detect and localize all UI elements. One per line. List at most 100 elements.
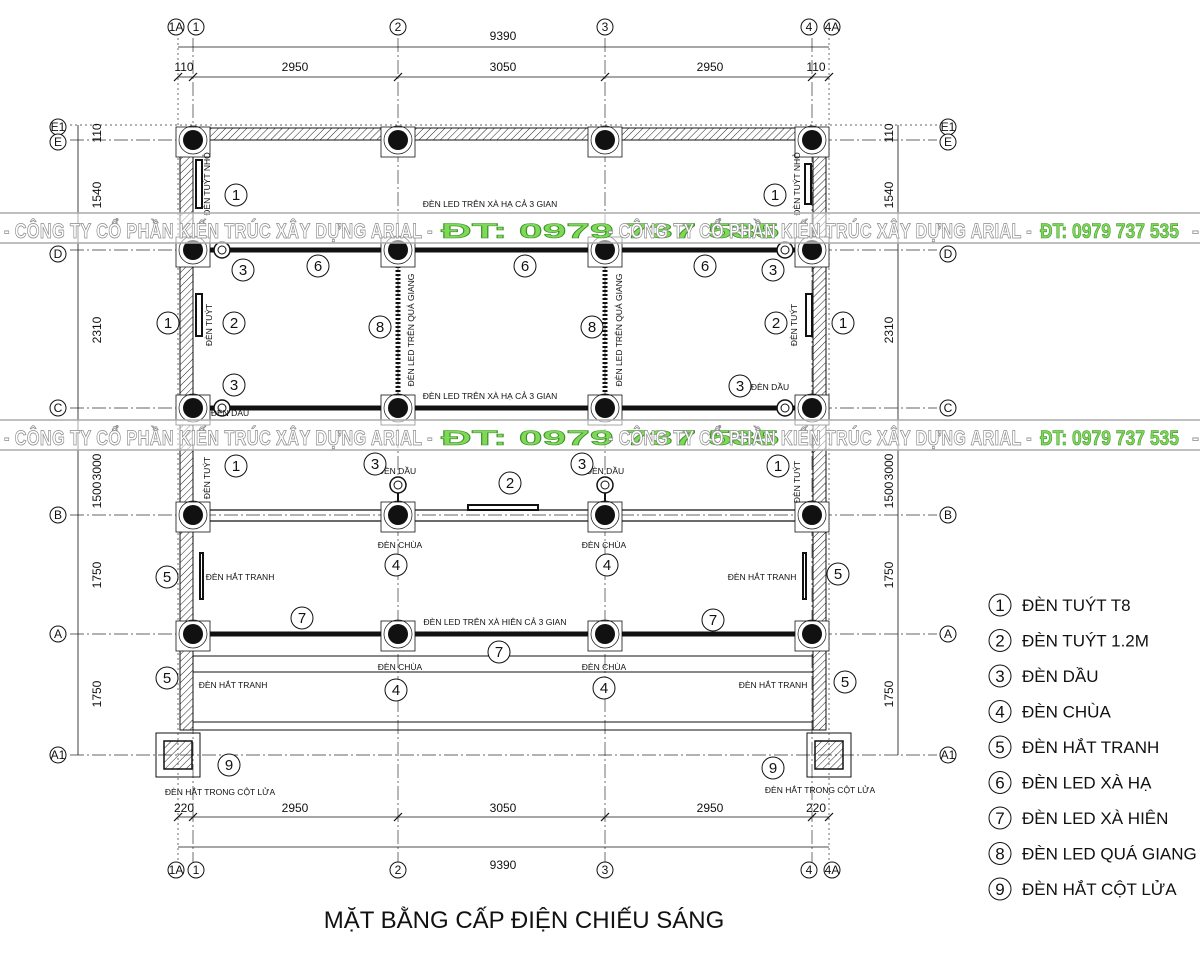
grid-bubble-left-circle	[49, 133, 67, 151]
grid-bubble-left-circle	[49, 399, 67, 417]
grid-bubble-left-circle	[49, 625, 67, 643]
watermark-company: - CÔNG TY CỔ PHẦN KIẾN TRÚC XÂY DỰNG ARI…	[4, 426, 433, 450]
dimensions: 9390939011022029502950305030502950295011…	[77, 29, 899, 872]
grid-bubble-bottom-circle	[187, 861, 205, 879]
annotation-label: ĐÈN TUÝT	[789, 304, 799, 346]
grid-bubble-bottom-circle	[823, 861, 841, 879]
callout-number: 4	[603, 557, 611, 574]
legend-label: ĐÈN TUÝT T8	[1022, 596, 1131, 615]
legend-number: 3	[995, 667, 1004, 686]
grid-bubble-top-circle	[596, 18, 614, 36]
annotation-label: ĐÈN LED TRÊN QUÁ GIANG	[614, 274, 624, 387]
callout-circle	[831, 311, 855, 335]
dim-top-segment: 110	[174, 60, 193, 74]
grid-bubble-bottom: 1	[193, 863, 200, 877]
annotation-label: ĐÈN LED TRÊN XÀ HẠ CẢ 3 GIAN	[423, 198, 557, 209]
legend-number-circle	[988, 806, 1012, 830]
dim-right-segment: 1500	[882, 481, 896, 508]
dim-top-segment: 3050	[490, 60, 517, 74]
dim-top-segment: 2950	[282, 60, 309, 74]
column	[388, 505, 408, 525]
top-wall	[179, 127, 827, 141]
callout-number: 2	[772, 315, 780, 332]
tube-lamp	[805, 293, 813, 337]
dim-tick	[173, 72, 183, 82]
dim-right-segment: 1540	[882, 181, 896, 208]
oil-lamp-inner	[217, 245, 227, 255]
callout-number: 3	[230, 377, 238, 394]
callout-number: 3	[239, 262, 247, 279]
grid-bubble-left: E	[54, 135, 62, 149]
dim-bottom-segment: 220	[806, 801, 826, 815]
grid-bubble-bottom: 2	[395, 863, 402, 877]
column-ring	[797, 500, 827, 530]
grid-bubble-top: 3	[602, 20, 609, 34]
oil-lamp-icon	[776, 399, 794, 417]
legend-number: 5	[995, 738, 1004, 757]
fire-column-outer	[155, 732, 201, 778]
grid-bubble-right: A	[944, 627, 952, 641]
oil-lamp-icon	[596, 476, 614, 494]
callout-number: 4	[392, 557, 400, 574]
column	[595, 505, 615, 525]
dim-left-segment: 3000	[90, 453, 104, 480]
callout-number: 9	[769, 760, 777, 777]
callout-circle	[368, 315, 392, 339]
dim-left-segment: 1540	[90, 181, 104, 208]
callout-number: 1	[164, 315, 172, 332]
callout-number: 5	[841, 674, 849, 691]
grid-bubble-right: C	[944, 401, 953, 415]
dim-tick	[824, 812, 834, 822]
column-ring	[178, 500, 208, 530]
column	[802, 398, 822, 418]
annotation-label: ĐÈN CHÙA	[582, 540, 627, 550]
callout-number: 9	[225, 757, 233, 774]
oil-lamp-inner	[600, 480, 610, 490]
grid-bubble-left: D	[54, 247, 63, 261]
callout-number: 8	[376, 319, 384, 336]
watermark-phone: ĐT: 0979 737 535	[441, 427, 780, 450]
watermark-trail: -	[1192, 220, 1200, 243]
grid-bubble-left: C	[54, 401, 63, 415]
callout-number: 3	[578, 456, 586, 473]
annotation-label: ĐÈN TUÝT	[202, 457, 212, 499]
column	[802, 505, 822, 525]
legend-label: ĐÈN LED XÀ HIÊN	[1022, 809, 1168, 828]
dim-tick	[600, 812, 610, 822]
callout-circle	[384, 678, 408, 702]
dim-bottom-total: 9390	[490, 858, 517, 872]
legend-label: ĐÈN LED XÀ HẠ	[1022, 774, 1152, 793]
callout-number: 1	[771, 187, 779, 204]
callout-circle	[155, 565, 179, 589]
fire-column-outer	[806, 732, 852, 778]
column	[183, 398, 203, 418]
legend-label: ĐÈN CHÙA	[1022, 703, 1111, 722]
callout-number: 5	[834, 566, 842, 583]
column-ring	[383, 619, 413, 649]
grid-bubble-left: A1	[51, 748, 66, 762]
fire-column	[163, 740, 193, 770]
dim-tick	[807, 812, 817, 822]
oil-lamp-inner	[217, 403, 227, 413]
annotation-label: ĐÈN TUÝT	[792, 461, 802, 503]
grid-bubble-left: A	[54, 627, 62, 641]
dim-tick	[807, 72, 817, 82]
callout-number: 1	[232, 458, 240, 475]
watermark-company: - CÔNG TY CỔ PHẦN KIẾN TRÚC XÂY DỰNG ARI…	[608, 219, 1032, 243]
oil-lamp-inner	[780, 245, 790, 255]
callout-number: 7	[709, 612, 717, 629]
grid-bubble-right: E1	[941, 120, 956, 134]
grid-bubble-top-circle	[167, 18, 185, 36]
grid-bubble-left-circle	[49, 746, 67, 764]
callout-number: 3	[736, 378, 744, 395]
column-ring	[383, 500, 413, 530]
callout-circle	[156, 311, 180, 335]
annotation-label: ĐÈN DẦU	[378, 466, 416, 476]
grid-bubble-bottom-circle	[389, 861, 407, 879]
column-ring	[797, 619, 827, 649]
legend-number: 2	[995, 632, 1004, 651]
columns	[155, 125, 852, 778]
watermark-phone: ĐT: 0979 737 535	[1040, 220, 1179, 243]
